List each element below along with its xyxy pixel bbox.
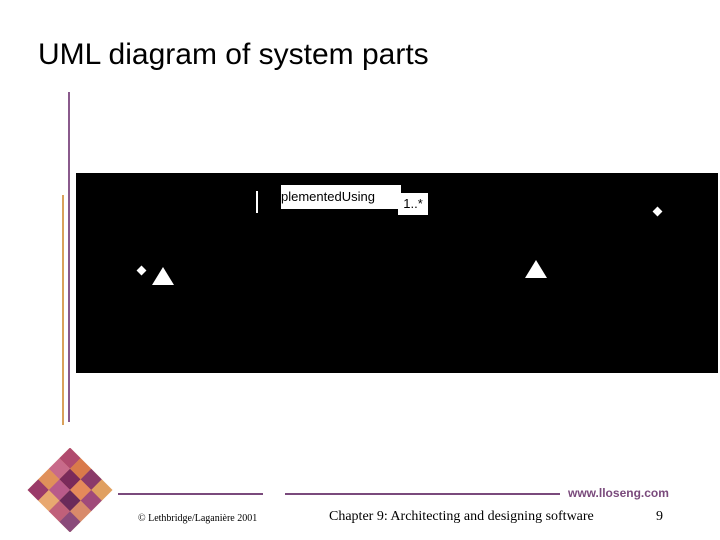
association-role-label: plementedUsing xyxy=(281,185,401,209)
footer-copyright: © Lethbridge/Laganière 2001 xyxy=(138,513,258,524)
association-multiplicity: 1..* xyxy=(398,193,428,215)
uml-diagram: plementedUsing 1..* xyxy=(76,173,718,373)
generalization-triangle-icon xyxy=(525,260,547,278)
footer-divider-left xyxy=(118,493,263,495)
aggregation-diamond-icon xyxy=(136,265,147,276)
website-url: www.lloseng.com xyxy=(568,486,669,500)
lloseng-logo xyxy=(27,448,113,532)
association-line-segment xyxy=(256,191,258,213)
generalization-triangle-icon xyxy=(152,267,174,285)
page-number: 9 xyxy=(656,509,663,524)
decorative-vertical-line-purple xyxy=(68,92,70,422)
slide-title: UML diagram of system parts xyxy=(38,38,429,71)
decorative-vertical-line-orange xyxy=(62,195,64,425)
aggregation-diamond-icon xyxy=(652,206,663,217)
footer-chapter-title: Chapter 9: Architecting and designing so… xyxy=(329,509,594,524)
footer-divider-right xyxy=(285,493,560,495)
